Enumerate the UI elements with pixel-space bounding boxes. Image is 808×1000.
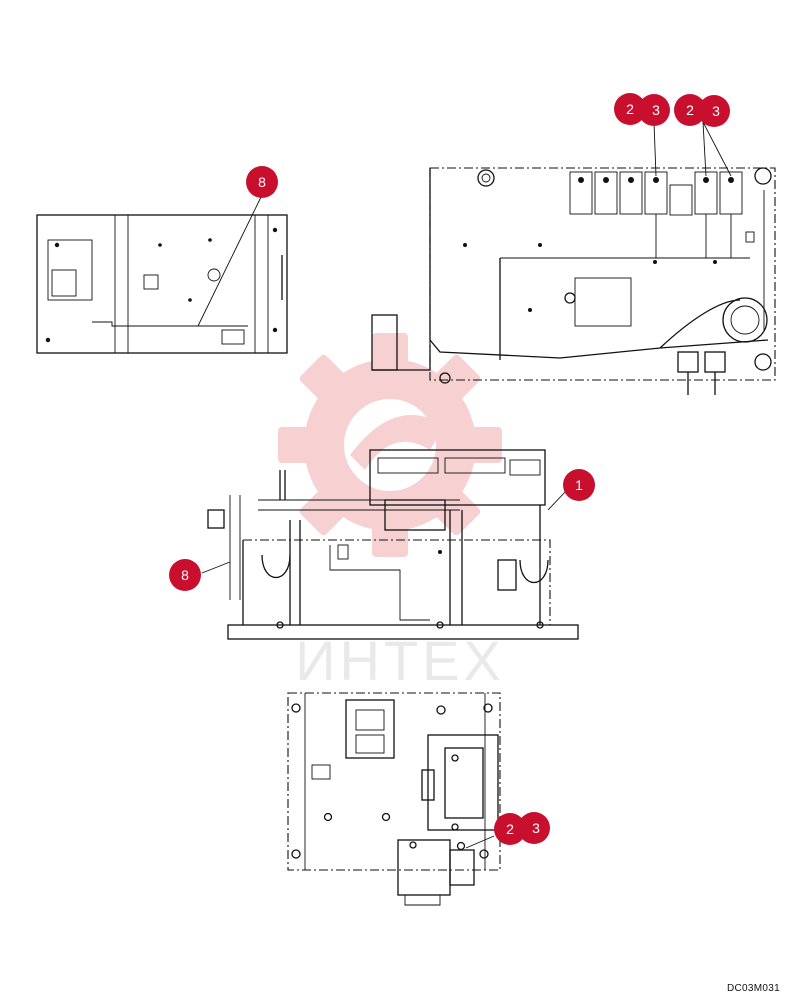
callout-label-3: 3 — [532, 820, 540, 836]
callout-label-2: 2 — [626, 101, 634, 117]
callout-labels: 3 2 3 2 8 1 8 3 2 — [181, 101, 720, 837]
callout-label-3: 3 — [652, 102, 660, 118]
callout-label-1: 1 — [575, 477, 583, 493]
top-left-plate — [36, 214, 288, 354]
callout-bubble — [698, 95, 730, 127]
callout-label-8: 8 — [181, 567, 189, 583]
leader-lines — [197, 121, 732, 849]
callout-label-2: 2 — [686, 102, 694, 118]
callout-bubble — [638, 94, 670, 126]
callout-label-8: 8 — [258, 174, 266, 190]
watermark-logo: ИНТЕХ — [278, 333, 502, 692]
callout-bubble — [518, 812, 550, 844]
callout-bubble — [614, 93, 646, 125]
drawing-id: DC03M031 — [727, 983, 780, 994]
callout-label-2: 2 — [506, 821, 514, 837]
middle-assembly — [207, 449, 579, 640]
callout-bubble — [674, 94, 706, 126]
top-right-plate — [371, 167, 776, 395]
callout-bubble — [563, 469, 595, 501]
callouts — [169, 93, 730, 845]
callout-bubble — [246, 166, 278, 198]
callout-label-3: 3 — [712, 103, 720, 119]
callout-bubble — [494, 813, 526, 845]
bottom-plate — [287, 692, 501, 906]
callout-bubble — [169, 559, 201, 591]
